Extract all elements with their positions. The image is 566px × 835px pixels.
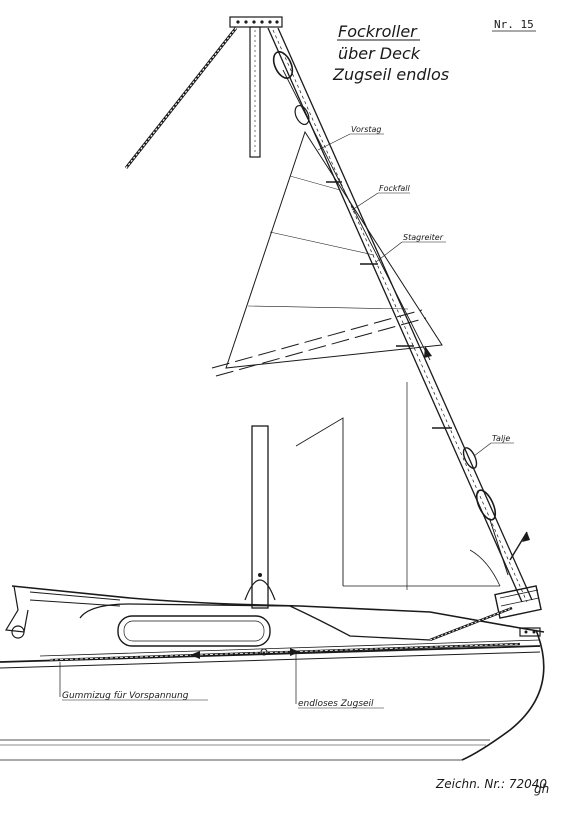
drawing-number: Zeichn. Nr.: 72040 xyxy=(435,777,547,791)
drawing-sheet-number: Nr. 15 xyxy=(494,18,534,31)
label-jib-halyard-text: Fockfall xyxy=(379,184,410,193)
furling-drum xyxy=(494,585,542,619)
jib-sail-upper xyxy=(225,130,443,369)
label-tackle-text: Talje xyxy=(492,434,510,443)
title-line-2: über Deck xyxy=(338,44,421,63)
boom-dashed xyxy=(211,309,427,377)
label-forestay: Vorstag xyxy=(317,125,384,151)
masthead-fitting xyxy=(229,16,283,158)
title-line-1: Fockroller xyxy=(338,22,418,41)
label-tackle: Talje xyxy=(473,434,514,457)
mast-stub xyxy=(244,425,276,609)
label-elastic-text: Gummizug für Vorspannung xyxy=(62,691,189,701)
stay-hanks xyxy=(326,181,452,429)
tackle-blocks xyxy=(462,447,530,576)
top-swivel xyxy=(272,51,310,126)
label-hank: Stagreiter xyxy=(375,233,446,263)
signature: gh xyxy=(534,782,549,796)
label-forestay-text: Vorstag xyxy=(351,125,381,134)
jib-sail-lower xyxy=(295,382,501,590)
title-line-3: Zugseil endlos xyxy=(332,65,449,84)
title-block: Fockroller über Deck Zugseil endlos xyxy=(332,22,449,84)
boat-hull xyxy=(0,585,545,761)
label-jib-halyard: Fockfall xyxy=(351,184,410,211)
backstay-line xyxy=(124,27,238,169)
endless-line xyxy=(49,606,521,662)
label-elastic: Gummizug für Vorspannung xyxy=(59,662,208,701)
label-hank-text: Stagreiter xyxy=(403,233,444,242)
label-endless-line: endloses Zugseil xyxy=(295,652,384,709)
label-endless-line-text: endloses Zugseil xyxy=(298,699,374,709)
